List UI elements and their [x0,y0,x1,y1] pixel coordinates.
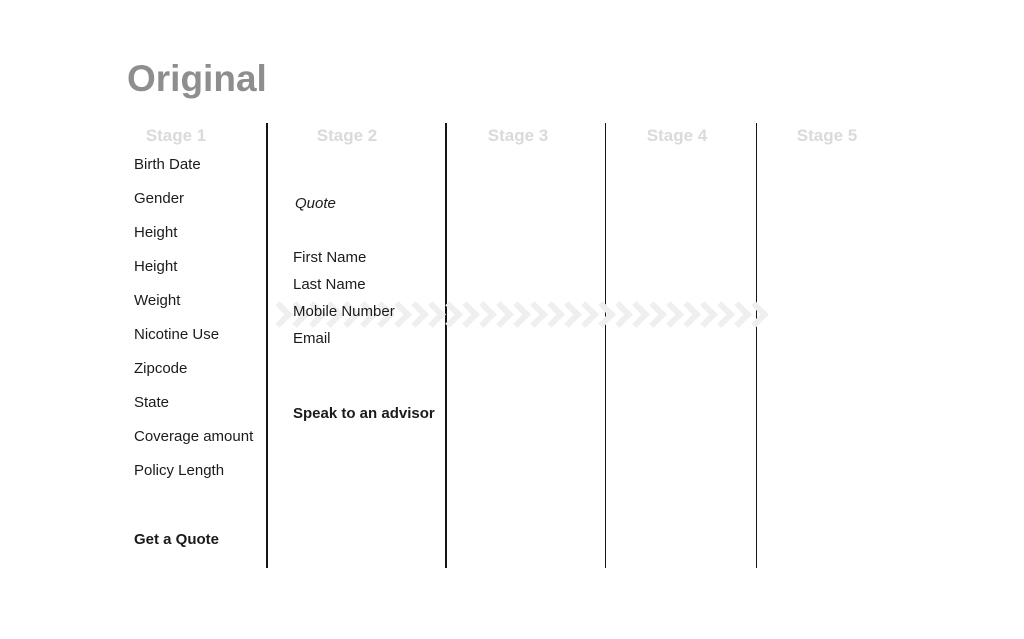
stage-divider [445,123,447,568]
speak-to-advisor-label: Speak to an advisor [293,405,435,422]
stage-divider [604,123,606,568]
stage-4-header: Stage 4 [646,126,708,145]
stage-3-header: Stage 3 [487,126,549,145]
stage-1-header: Stage 1 [145,126,207,145]
field-label: Mobile Number [293,303,395,320]
stage-5-header: Stage 5 [796,126,858,145]
field-label: Coverage amount [134,428,254,445]
stage-1-field-list: Birth Date Gender Height Height Weight N… [134,148,253,488]
page-title: Original [127,58,267,99]
chevron-right-icon [742,300,768,328]
stage-divider [755,123,757,568]
field-label: Height [134,258,178,275]
field-label: Height [134,224,178,241]
stage-2-field-list: First Name Last Name Mobile Number Email [293,244,395,352]
field-label: State [134,394,170,411]
field-label: Policy Length [134,462,225,479]
stage-divider [266,123,268,568]
field-label: Zipcode [134,360,188,377]
field-label: Birth Date [134,156,201,173]
field-label: First Name [293,249,367,266]
stage-2-header: Stage 2 [316,126,378,145]
field-label: Last Name [293,276,366,293]
field-label: Email [293,330,331,347]
get-a-quote-label: Get a Quote [134,531,220,548]
field-label: Nicotine Use [134,326,220,343]
quote-heading: Quote [295,195,336,212]
field-label: Weight [134,292,181,309]
field-label: Gender [134,190,185,207]
